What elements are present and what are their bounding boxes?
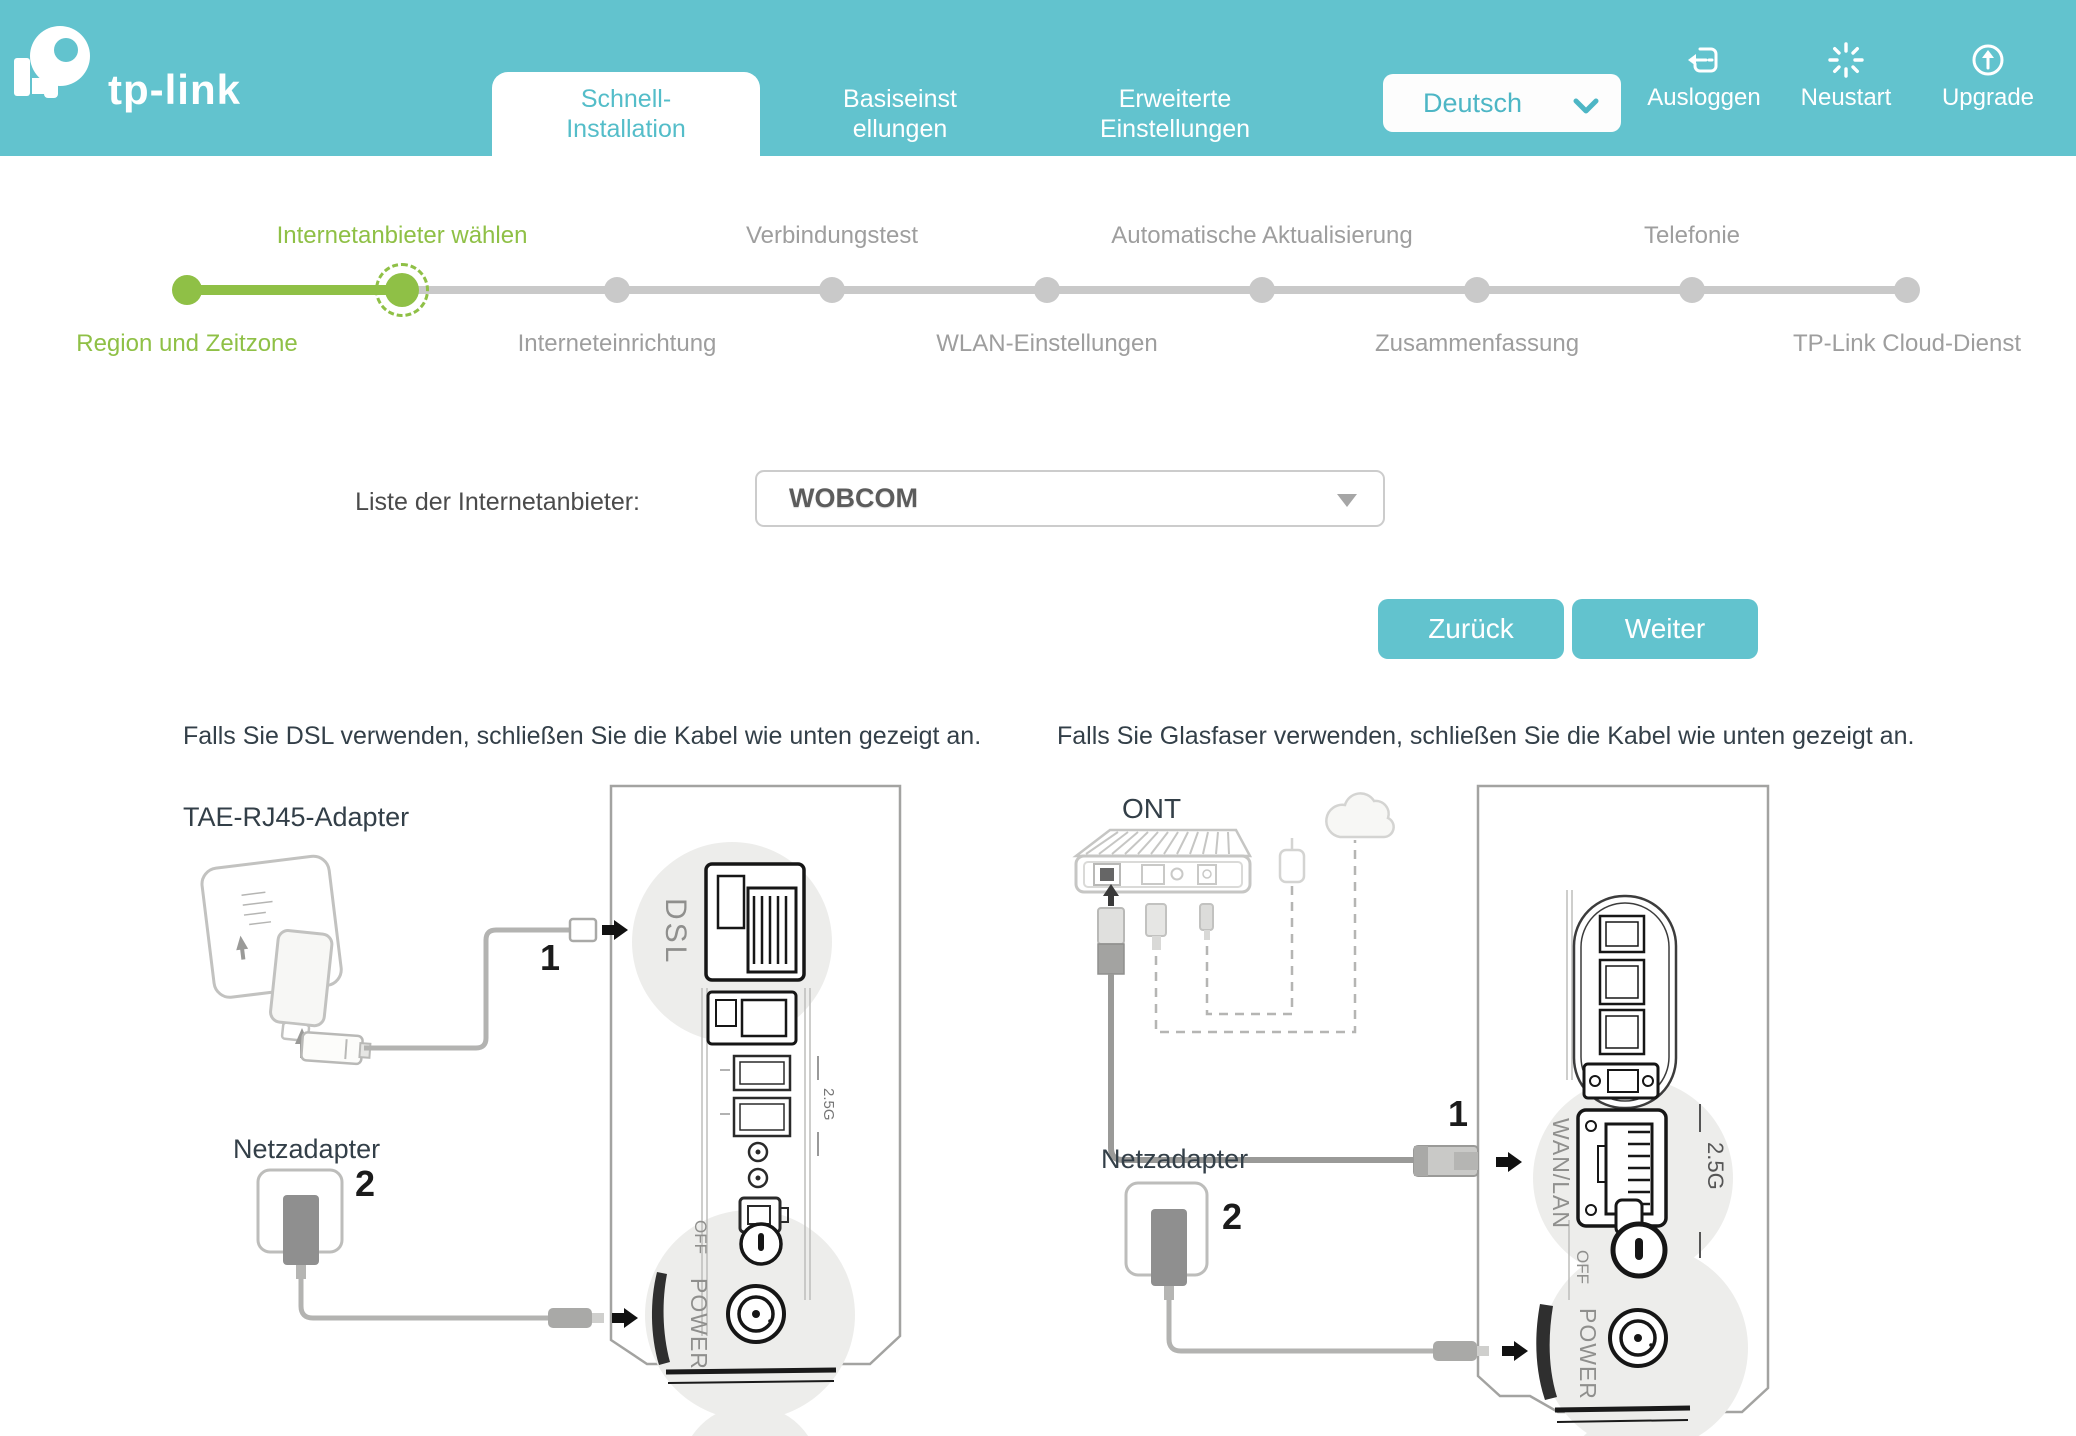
step2-number: 2 <box>1222 1196 1242 1237</box>
step-label: Zusammenfassung <box>1374 330 1580 357</box>
language-dropdown[interactable]: Deutsch <box>1383 74 1621 132</box>
wan-cable <box>1108 974 1414 1163</box>
tae-adapter-drawing <box>269 929 334 1043</box>
step-label: Region und Zeitzone <box>76 330 298 357</box>
step-dot <box>1249 277 1275 303</box>
step-label: Interneteinrichtung <box>517 330 717 357</box>
wan-port-label: WAN/LAN <box>1548 1118 1574 1229</box>
setup-wizard-stepper: Region und Zeitzone Internetanbieter wäh… <box>0 156 2076 396</box>
tab-label: Basiseinstellungen <box>843 85 957 143</box>
step2-number: 2 <box>355 1163 375 1204</box>
tab-label: Schnell-Installation <box>566 85 686 143</box>
upgrade-icon <box>1972 44 2004 76</box>
step-dot <box>1034 277 1060 303</box>
lan-port-group-drawing <box>1572 894 1678 1110</box>
dsl-port-label: DSL <box>659 898 692 965</box>
back-button[interactable]: Zurück <box>1378 599 1564 659</box>
power-cable <box>1166 1300 1433 1354</box>
tae-adapter-label: TAE-RJ45-Adapter <box>183 802 409 832</box>
speed-label-small: 2.5G <box>820 1088 837 1121</box>
off-label: OFF <box>691 1220 710 1254</box>
step-label: TP-Link Cloud-Dienst <box>1792 330 2022 357</box>
step-dot <box>604 277 630 303</box>
step-dot <box>1894 277 1920 303</box>
cloud-icon <box>1325 792 1395 839</box>
power-dashed-line <box>1205 882 1294 1016</box>
power-port-label: POWER <box>686 1278 712 1370</box>
step1-number: 1 <box>1448 1093 1468 1134</box>
step-dot <box>819 277 845 303</box>
restart-icon <box>1828 42 1864 78</box>
dsl-connection-diagram: DSL 2.5G OFF POWER TAE-RJ45-Adapter <box>183 784 902 1436</box>
step-dot <box>1464 277 1490 303</box>
step-dot <box>172 275 202 305</box>
power-adapter-drawing <box>283 1195 319 1265</box>
upgrade-button[interactable]: Upgrade <box>1923 42 2053 112</box>
tab-schnell-installation[interactable]: Schnell-Installation <box>492 72 760 156</box>
netzadapter-label: Netzadapter <box>233 1134 380 1164</box>
power-adapter-drawing <box>1151 1209 1187 1286</box>
chevron-down-icon <box>1573 98 1599 114</box>
fiber-dashed-line <box>1154 840 1357 1034</box>
provider-list-label: Liste der Internetanbieter: <box>355 488 640 516</box>
tplink-logo-mark <box>14 26 90 98</box>
lan-ports-drawing <box>720 1054 792 1138</box>
step-label: Verbindungstest <box>745 222 919 249</box>
restart-button[interactable]: Neustart <box>1781 42 1911 112</box>
dsl-port-drawing <box>704 862 806 982</box>
logout-icon <box>1688 47 1718 73</box>
off-label: OFF <box>1573 1250 1592 1284</box>
ont-drawing <box>1072 828 1253 894</box>
tab-label: Erweiterte Einstellungen <box>1099 85 1251 143</box>
header-bar: tp-link Schnell-Installation Basiseinste… <box>0 0 2076 156</box>
restart-label: Neustart <box>1800 84 1892 111</box>
language-value: Deutsch <box>1423 87 1523 118</box>
base-zoom-circle <box>691 1405 809 1436</box>
speed-label: 2.5G <box>1703 1142 1728 1190</box>
fiber-connection-diagram: WAN/LAN 2.5G OFF POWER ONT <box>1072 784 1770 1436</box>
base-zoom-circle <box>1583 1412 1697 1436</box>
brand-text: tp-link <box>108 66 241 113</box>
upgrade-label: Upgrade <box>1941 84 2035 111</box>
tab-erweiterte-einstellungen[interactable]: Erweiterte Einstellungen <box>1040 72 1310 156</box>
provider-dropdown[interactable]: WOBCOM <box>755 470 1385 527</box>
dsl-cable <box>364 927 570 1051</box>
step-label: Telefonie <box>1643 222 1741 249</box>
netzadapter-label: Netzadapter <box>1101 1144 1248 1174</box>
step-label: WLAN-Einstellungen <box>936 330 1158 357</box>
step-label: Automatische Aktualisierung <box>1111 222 1413 249</box>
next-button[interactable]: Weiter <box>1572 599 1758 659</box>
tab-basiseinstellungen[interactable]: Basiseinstellungen <box>770 72 1030 156</box>
fiber-instruction-text: Falls Sie Glasfaser verwenden, schließen… <box>1057 722 1915 750</box>
step-dot <box>385 273 419 307</box>
step-label: Internetanbieter wählen <box>276 222 528 249</box>
logout-button[interactable]: Ausloggen <box>1639 42 1769 112</box>
logout-label: Ausloggen <box>1647 84 1761 111</box>
power-port-label: POWER <box>1575 1308 1601 1400</box>
stepper-track-done <box>187 285 402 295</box>
dropdown-caret-icon <box>1337 494 1357 507</box>
step1-number: 1 <box>540 937 560 978</box>
dsl-instruction-text: Falls Sie DSL verwenden, schließen Sie d… <box>183 722 982 750</box>
ont-label: ONT <box>1122 793 1181 824</box>
step-dot <box>1679 277 1705 303</box>
tplink-logo: tp-link <box>8 16 298 126</box>
provider-value: WOBCOM <box>789 483 918 513</box>
power-cable <box>298 1279 548 1321</box>
